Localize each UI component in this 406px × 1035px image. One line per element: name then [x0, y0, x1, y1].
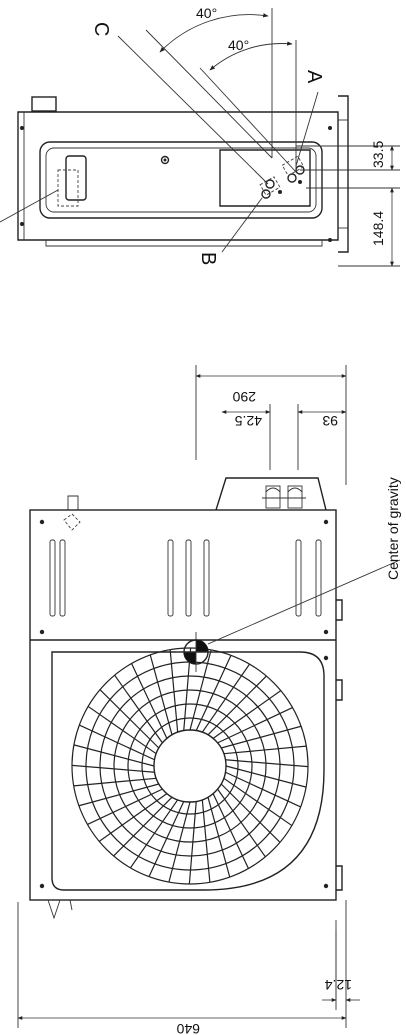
grille-spoke [78, 783, 159, 807]
leader-c [117, 35, 269, 185]
dim-42-5-label: 42.5 [235, 413, 262, 429]
grille-spoke [217, 707, 293, 744]
cog-leader [207, 559, 401, 645]
side-bracket [336, 679, 343, 701]
grille-spoke [195, 655, 232, 731]
screw [323, 655, 329, 661]
angle-arc-inner [209, 41, 293, 71]
angle-arc-outer [159, 13, 269, 53]
base-strip [45, 240, 323, 247]
grille-spoke [225, 771, 301, 808]
grille-spoke [217, 788, 266, 858]
screw [323, 883, 329, 889]
grille-spoke [98, 793, 168, 842]
grille-spoke [79, 724, 155, 761]
valve-cover [219, 149, 311, 207]
center-of-gravity-label: Center of gravity [385, 477, 401, 580]
side-panel-inner [45, 147, 317, 213]
angle-outer-label: 40° [196, 5, 217, 21]
grille-spoke [113, 796, 173, 857]
center-of-gravity-icon [176, 632, 216, 672]
port-c-label: C [90, 22, 112, 36]
housing-outline [17, 111, 339, 241]
grille-spoke [212, 793, 249, 869]
grille-spoke [129, 799, 179, 869]
angle-line-inner [199, 67, 297, 173]
grille-spoke [169, 649, 179, 733]
grille-spoke [148, 801, 185, 877]
unit-body [29, 509, 337, 901]
grille-spoke [223, 777, 293, 827]
fan-guard-frame [51, 651, 325, 891]
leader-b [221, 197, 263, 253]
grille-spoke [168, 801, 191, 883]
screw [20, 126, 24, 130]
grille-spoke [220, 783, 281, 843]
angle-line-outer [145, 29, 273, 159]
grille-spoke [87, 705, 157, 755]
grille-spoke [207, 797, 231, 878]
grille-spoke [223, 745, 307, 755]
handle-recess [65, 155, 87, 201]
mounting-flange [338, 95, 349, 253]
grille-spoke [189, 649, 212, 731]
screw [20, 222, 24, 226]
bolt-center [163, 158, 167, 162]
angle-inner-label: 40° [228, 37, 249, 53]
dim-12-4-label: 12.4 [325, 977, 352, 993]
top-lip-left [67, 495, 79, 510]
grille-spoke [212, 690, 282, 739]
side-panel [39, 141, 323, 219]
top-tab [31, 96, 57, 112]
screw [39, 629, 45, 635]
grille-spoke [131, 663, 168, 739]
grille-spoke [149, 654, 173, 735]
dim-93-label: 93 [322, 413, 338, 429]
leader-a [295, 91, 319, 167]
screw [39, 883, 45, 889]
top-view: 40° 40° C A B 33.5 148.4 [0, 5, 400, 267]
screw [328, 126, 332, 130]
grille-spoke [99, 689, 160, 749]
grille-spoke [73, 744, 155, 767]
port-a-label: A [303, 70, 325, 84]
side-bracket [336, 865, 343, 891]
grille-spoke [225, 759, 309, 768]
front-view: 290 42.5 93 [17, 365, 401, 1035]
dim-640-label: 640 [176, 1021, 200, 1035]
screw [323, 519, 329, 525]
screw [39, 519, 45, 525]
grille-spoke [73, 777, 157, 787]
dim-290-label: 290 [232, 389, 256, 405]
hidden-handle [57, 169, 79, 207]
drain-foot [47, 899, 61, 920]
grille-spoke [201, 799, 211, 883]
panel-slots [49, 513, 322, 617]
grille-spoke [87, 788, 163, 825]
foot-detail [69, 899, 73, 911]
grille-spoke [114, 674, 163, 744]
fan-grille [71, 647, 309, 885]
grille-spoke [221, 725, 302, 749]
dim-33-5-label: 33.5 [370, 141, 386, 168]
top-hump [215, 477, 327, 511]
grille-spoke [207, 675, 267, 736]
screw [328, 238, 332, 242]
grille-spoke [201, 663, 251, 733]
leader-handle [0, 189, 59, 223]
port-b-label: B [197, 252, 219, 265]
grille-spoke [188, 801, 197, 885]
dim-148-4-label: 148.4 [370, 211, 386, 246]
grille-spoke [71, 764, 155, 773]
valve-fittings [262, 485, 306, 509]
grille-spoke [225, 765, 307, 788]
bolt-icon [160, 155, 170, 165]
side-bracket [336, 599, 343, 621]
screw [323, 629, 329, 635]
